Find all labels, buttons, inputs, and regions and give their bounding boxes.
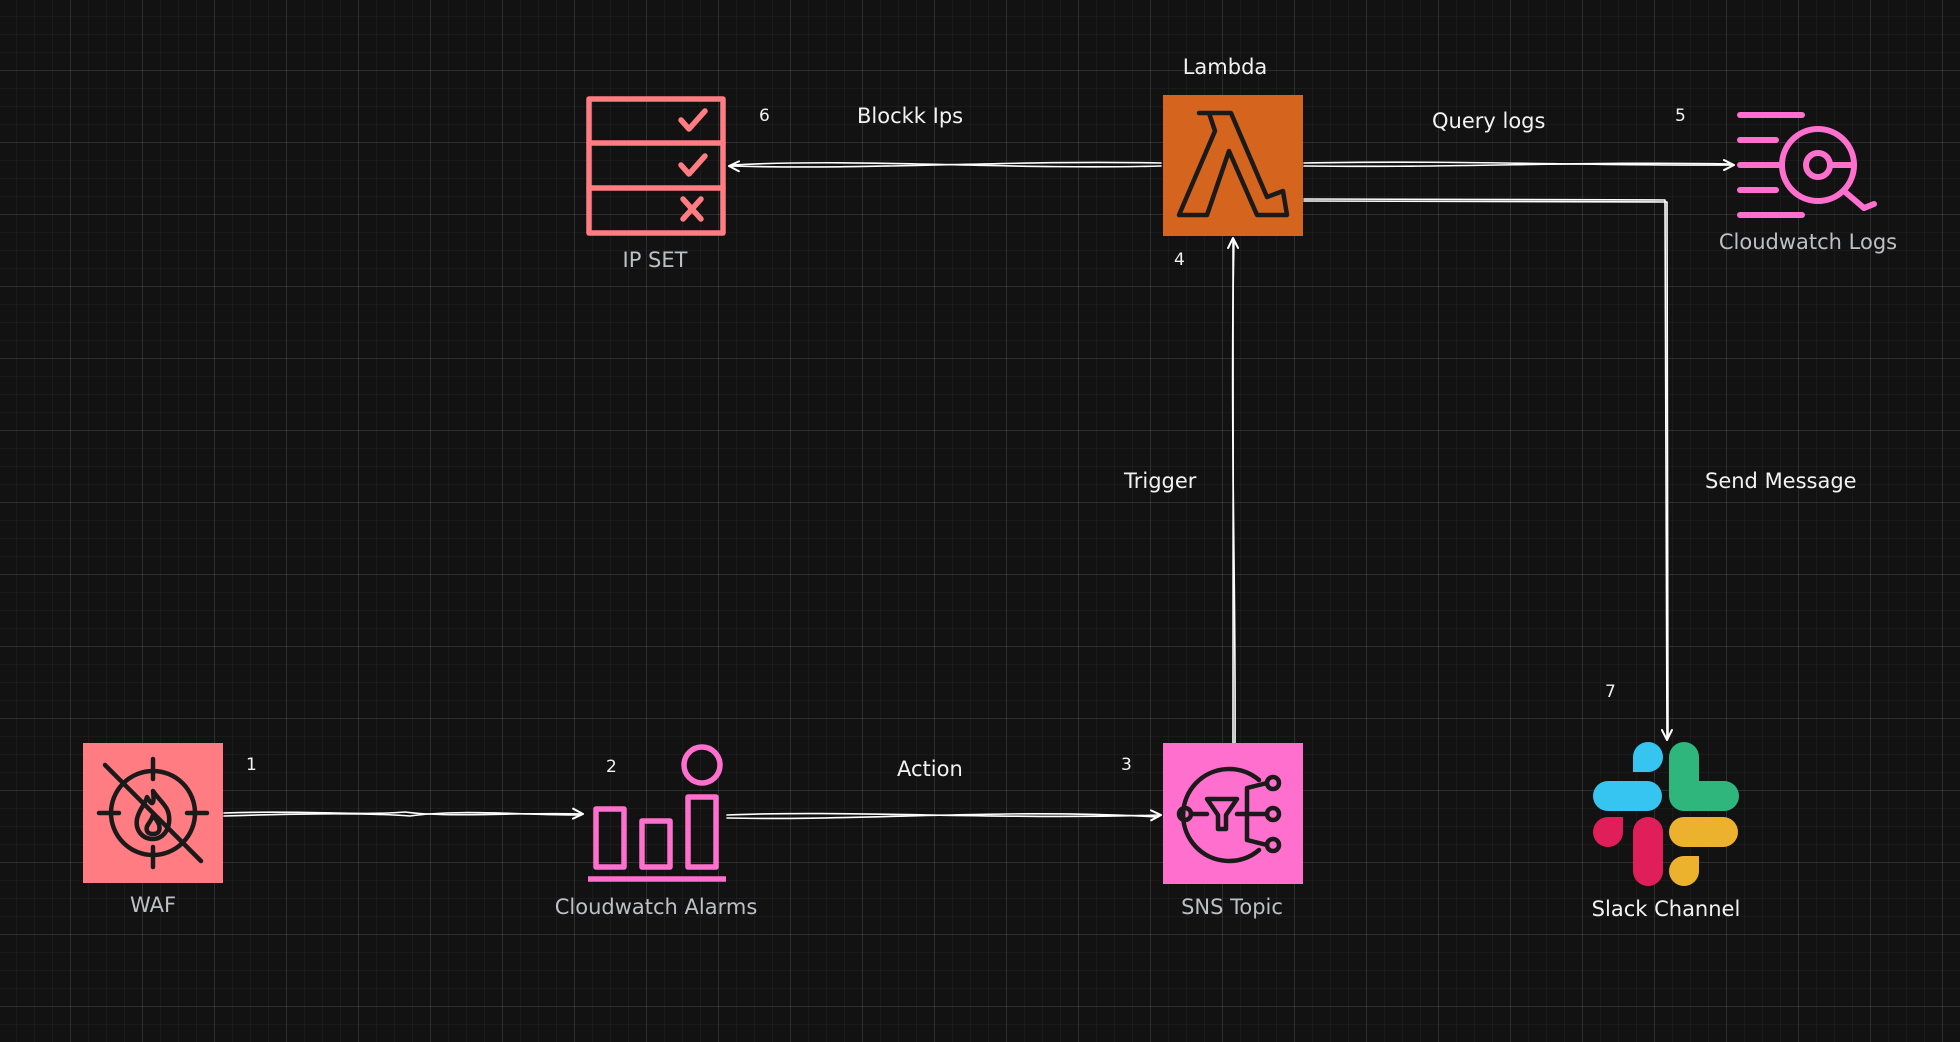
edge-lambda-to-ipset[interactable] — [728, 160, 1162, 173]
edge-label-blockk-ips: Blockk Ips — [857, 104, 964, 128]
edge-lambda-to-slack[interactable] — [1303, 198, 1673, 741]
edge-label-send-message: Send Message — [1705, 469, 1857, 493]
sns-topic-icon[interactable] — [1163, 743, 1303, 884]
edge-waf-to-alarms[interactable] — [223, 807, 584, 820]
lambda-label: Lambda — [1182, 55, 1268, 79]
edge-alarms-to-sns[interactable] — [726, 809, 1162, 822]
step-number-1: 1 — [246, 755, 257, 775]
sns-topic-label: SNS Topic — [1181, 895, 1283, 919]
slack-channel-label: Slack Channel — [1591, 897, 1741, 921]
firewall-icon[interactable] — [83, 743, 223, 883]
waf-label: WAF — [129, 893, 177, 917]
ip-set-icon[interactable] — [585, 95, 727, 237]
cloudwatch-alarms-label: Cloudwatch Alarms — [554, 895, 758, 919]
edge-label-action: Action — [897, 757, 963, 781]
step-number-4: 4 — [1174, 250, 1185, 270]
step-number-2: 2 — [606, 757, 617, 777]
edge-lambda-to-logs[interactable] — [1303, 159, 1735, 172]
step-number-6: 6 — [759, 106, 770, 126]
cloudwatch-alarm-icon[interactable] — [586, 743, 728, 885]
step-number-5: 5 — [1675, 106, 1686, 126]
slack-icon[interactable] — [1593, 741, 1739, 887]
lambda-icon[interactable] — [1163, 95, 1303, 236]
ip-set-label: IP SET — [622, 248, 688, 272]
cloudwatch-logs-icon[interactable] — [1736, 110, 1880, 220]
edge-sns-to-lambda[interactable] — [1227, 237, 1240, 744]
edge-label-query-logs: Query logs — [1432, 109, 1546, 133]
cloudwatch-logs-label: Cloudwatch Logs — [1718, 230, 1898, 254]
edge-label-trigger: Trigger — [1124, 469, 1197, 493]
step-number-3: 3 — [1121, 755, 1132, 775]
step-number-7: 7 — [1605, 682, 1616, 702]
